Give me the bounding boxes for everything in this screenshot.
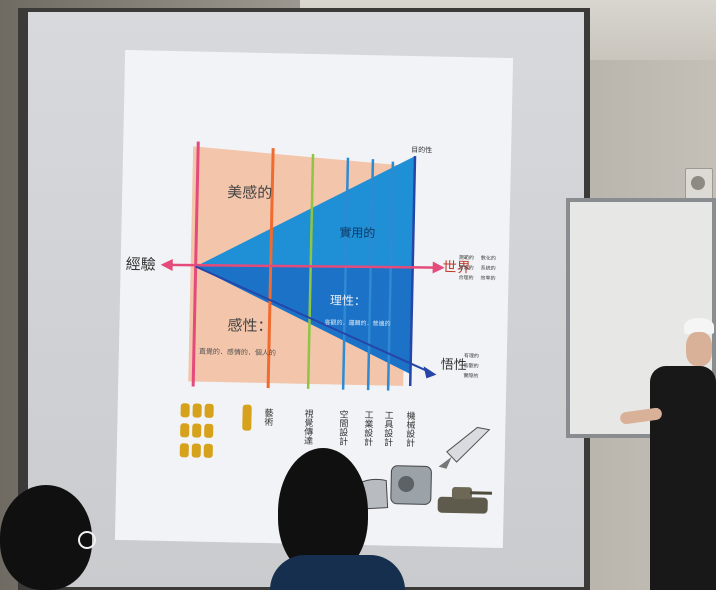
column-label-visual: 視覺傳達 xyxy=(302,408,313,445)
upper-center-text: 實用的 xyxy=(339,225,375,241)
lower-right-note-1: 有理的 xyxy=(464,352,479,359)
upper-left-text: 美感的 xyxy=(227,183,272,202)
column-label-machine: 機械設計 xyxy=(404,410,415,448)
column-label-industrial: 工業設計 xyxy=(362,410,373,447)
green-vertical-line xyxy=(306,153,315,389)
right-note-2: 普遍的 xyxy=(459,264,474,271)
center-text: 理性： xyxy=(330,293,366,308)
navy-vertical-line xyxy=(408,156,417,387)
audience-head-center xyxy=(278,448,368,576)
blue-vertical-line-1 xyxy=(341,157,350,390)
diagonal-arrowhead-icon xyxy=(423,366,437,379)
presenter xyxy=(619,318,716,590)
column-label-art: 藝術 xyxy=(262,407,273,427)
audience-shoulders-center xyxy=(270,555,405,590)
gold-artwork-icons xyxy=(179,403,252,458)
lower-left-subtext: 直覺的．感情的．個人的 xyxy=(199,347,276,358)
left-arrowhead-icon xyxy=(160,259,173,272)
lower-right-note-2: 客觀的 xyxy=(464,362,479,369)
presenter-face xyxy=(686,332,712,366)
column-label-tool: 工具設計 xyxy=(382,410,393,447)
right-note-1: 規範的 xyxy=(459,254,474,261)
speaker-icon xyxy=(691,176,705,190)
horizontal-arrow-line xyxy=(165,263,439,269)
orange-vertical-line xyxy=(266,148,275,389)
slide-diagram: 經驗 世界 悟性 美感的 感性： 直覺的．感情的．個人的 實用的 理性： 客觀的… xyxy=(126,141,496,515)
right-note-3: 合理的 xyxy=(458,274,473,281)
lower-left-text: 感性： xyxy=(227,316,272,335)
right-note-5: 系統的 xyxy=(481,264,496,271)
lower-right-label: 悟性 xyxy=(440,358,466,374)
right-note-6: 效率的 xyxy=(480,274,495,281)
top-right-small: 目的性 xyxy=(411,145,432,154)
glasses-icon xyxy=(78,531,96,549)
right-note-4: 數化的 xyxy=(481,254,496,261)
right-axis-label: 世界 xyxy=(443,260,471,277)
blue-vertical-line-3 xyxy=(386,161,395,391)
blue-vertical-line-2 xyxy=(366,159,375,391)
tank-icon xyxy=(437,486,493,514)
left-axis-label: 經驗 xyxy=(126,255,156,274)
center-subtext: 客觀的．邏輯的．普遍的 xyxy=(324,318,390,327)
lower-right-note-3: 實際的 xyxy=(463,372,478,379)
engine-icon xyxy=(390,465,432,505)
diagonal-arrow-line xyxy=(195,265,431,374)
projected-slide: 經驗 世界 悟性 美感的 感性： 直覺的．感情的．個人的 實用的 理性： 客觀的… xyxy=(114,49,514,549)
space-shuttle-icon xyxy=(438,426,491,469)
presenter-cap xyxy=(684,318,714,334)
audience-head-left xyxy=(0,485,92,590)
presenter-body xyxy=(650,366,716,590)
column-label-space: 空間設計 xyxy=(337,408,348,446)
right-arrowhead-icon xyxy=(432,261,445,274)
dark-blue-cone xyxy=(195,266,413,375)
